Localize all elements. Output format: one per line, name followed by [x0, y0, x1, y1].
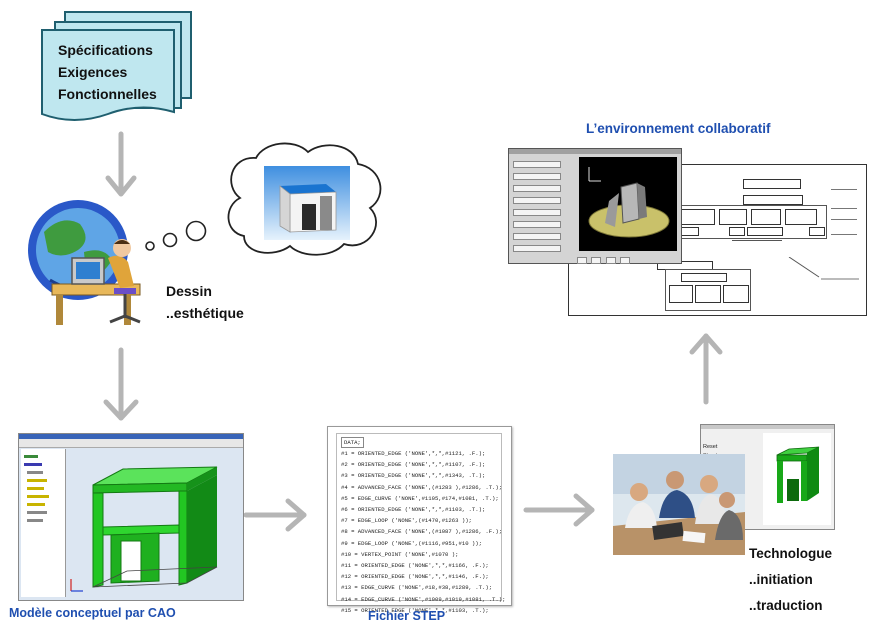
tech-viewport — [763, 433, 831, 525]
cao-caption: Modèle conceptuel par CAO — [9, 606, 176, 620]
arch-box — [729, 227, 745, 236]
cao-viewport — [70, 466, 218, 592]
collab-app-window — [508, 148, 682, 264]
step-line: #9 = EDGE_LOOP ('NONE',(#1116,#951,#10 )… — [341, 539, 482, 547]
arrow-right-step-to-technologue — [523, 493, 595, 527]
step-line: #2 = ORIENTED_EDGE ('NONE',*,*,#1107, .F… — [341, 461, 486, 469]
arch-box — [695, 285, 721, 303]
step-file-document: DATA; #1 = ORIENTED_EDGE ('NONE',*,*,#11… — [327, 426, 512, 614]
technologue-label: Technologue — [749, 546, 832, 561]
arch-connector — [732, 240, 782, 247]
collab-3d-viewport — [579, 157, 677, 251]
arrow-down-designer-to-cao — [103, 347, 139, 421]
step-line: #3 = ORIENTED_EDGE ('NONE',*,*,#1343, .T… — [341, 472, 486, 480]
arch-box — [719, 209, 747, 225]
arrow-down-specs-to-designer — [105, 131, 137, 197]
arch-box — [723, 285, 749, 303]
arch-box — [681, 273, 727, 282]
arch-box — [669, 285, 693, 303]
arch-group-outline — [679, 205, 827, 239]
specs-line-2: Exigences — [58, 64, 128, 80]
step-line: #13 = EDGE_CURVE ('NONE',#18,#38,#1289, … — [341, 584, 493, 592]
collab-architecture-diagram — [568, 164, 867, 316]
specs-line-3: Fonctionnelles — [58, 86, 157, 102]
cao-titlebar — [19, 434, 243, 439]
esthetique-label: ..esthétique — [166, 305, 244, 321]
step-line: #10 = VERTEX_POINT ('NONE',#1070 ); — [341, 550, 459, 558]
step-line: #11 = ORIENTED_EDGE ('NONE',*,*,#1166, .… — [341, 562, 489, 570]
cao-feature-tree — [21, 449, 66, 597]
collab-3d-scene — [588, 167, 670, 238]
step-caption: Fichier STEP — [368, 609, 446, 623]
step-line: #12 = ORIENTED_EDGE ('NONE',*,*,#1146, .… — [341, 573, 489, 581]
tech-window-titlebar — [701, 425, 834, 429]
arch-box — [809, 227, 825, 236]
step-line: #5 = EDGE_CURVE ('NONE',#1105,#174,#1081… — [341, 494, 499, 502]
tech-furniture-model — [776, 446, 820, 503]
step-file-header: DATA; — [341, 437, 364, 448]
arrow-right-cao-to-step — [243, 498, 307, 532]
step-line: #1 = ORIENTED_EDGE ('NONE',*,*,#1121, .F… — [341, 450, 486, 457]
collab-side-panel — [513, 161, 571, 257]
collab-bottom-buttons — [577, 251, 643, 264]
specifications-front-sheet — [41, 29, 175, 121]
step-line: #15 = ORIENTED_EDGE ('NONE',*,*,#1103, .… — [341, 606, 489, 614]
step-line: #6 = ORIENTED_EDGE ('NONE',*,*,#1103, .T… — [341, 506, 486, 514]
initiation-label: ..initiation — [749, 572, 813, 587]
step-line: #4 = ADVANCED_FACE ('NONE',(#1283 ),#128… — [341, 483, 503, 491]
arch-box — [743, 195, 803, 205]
dessin-label: Dessin — [166, 283, 212, 299]
step-line: #14 = EDGE_CURVE ('NONE',#1009,#1019,#10… — [341, 595, 506, 603]
arch-box — [747, 227, 783, 236]
team-meeting-photo — [613, 454, 745, 555]
cao-screenshot — [18, 433, 244, 601]
arch-group-outline — [665, 269, 751, 311]
arch-box — [751, 209, 781, 225]
arch-side-labels — [831, 185, 863, 245]
traduction-label: ..traduction — [749, 598, 823, 613]
cao-toolbar — [19, 439, 243, 448]
arch-box — [743, 179, 801, 189]
step-line: #8 = ADVANCED_FACE ('NONE',(#1087 ),#128… — [341, 528, 503, 536]
cao-tree-lines — [24, 455, 49, 522]
arrow-up-technologue-to-environment — [689, 333, 723, 405]
collab-window-titlebar — [509, 149, 681, 154]
arch-pointer — [788, 257, 859, 280]
step-line: #7 = EDGE_LOOP ('NONE',(#1470,#1263 )); — [341, 517, 472, 525]
environment-title: L’environnement collaboratif — [586, 121, 771, 136]
arch-box — [785, 209, 817, 225]
designer-clipart — [28, 200, 141, 325]
step-file-panel: DATA; #1 = ORIENTED_EDGE ('NONE',*,*,#11… — [336, 433, 505, 614]
tech-menu-item-reset: Reset — [703, 444, 718, 450]
furniture-sketch-icon — [264, 166, 350, 240]
specs-line-1: Spécifications — [58, 42, 153, 58]
